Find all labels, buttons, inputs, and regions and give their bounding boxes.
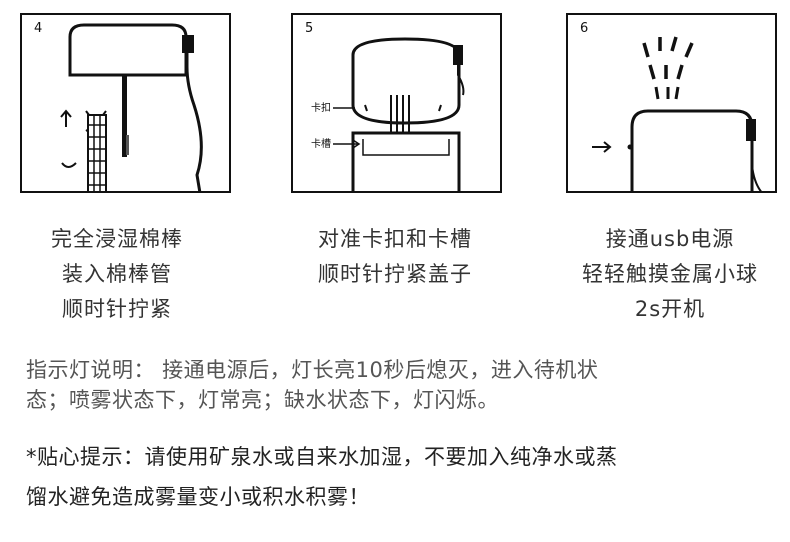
step-4-caption-line: 顺时针拧紧	[62, 297, 172, 321]
step-5-illustration: 5 卡扣 卡槽	[291, 13, 502, 193]
step-6-caption-line: 2s开机	[634, 297, 706, 321]
clip-label: 卡扣	[311, 101, 331, 114]
tip-note: *贴心提示：请使用矿泉水或自来水加湿，不要加入纯净水或蒸 馏水避免造成雾量变小或…	[26, 437, 776, 517]
step-4-caption-line: 装入棉棒管	[62, 262, 172, 286]
insert-swab-drawing	[60, 23, 203, 191]
align-cap-drawing: 卡扣 卡槽	[311, 37, 465, 191]
step-6-illustration: 6	[566, 13, 777, 193]
indicator-description: 指示灯说明： 接通电源后，灯长亮10秒后熄灭，进入待机状 态；喷雾状态下，灯常亮…	[26, 355, 776, 415]
step-5-caption-line: 顺时针拧紧盖子	[318, 262, 472, 286]
step-6-caption-line: 接通usb电源	[605, 227, 735, 251]
indicator-line: 指示灯说明： 接通电源后，灯长亮10秒后熄灭，进入待机状	[26, 358, 599, 382]
step-4-caption-line: 完全浸湿棉棒	[51, 227, 183, 251]
power-on-drawing	[592, 36, 762, 191]
step-5-caption: 对准卡扣和卡槽 顺时针拧紧盖子	[275, 222, 515, 292]
step-4-number: 4	[34, 21, 43, 36]
step-6-caption: 接通usb电源 轻轻触摸金属小球 2s开机	[550, 222, 790, 327]
step-5-number: 5	[305, 21, 314, 36]
step-5-caption-line: 对准卡扣和卡槽	[318, 227, 472, 251]
step-4-illustration: 4	[20, 13, 231, 193]
tip-line: *贴心提示：请使用矿泉水或自来水加湿，不要加入纯净水或蒸	[26, 445, 618, 469]
indicator-line: 态；喷雾状态下，灯常亮；缺水状态下，灯闪烁。	[26, 388, 499, 412]
step-6-caption-line: 轻轻触摸金属小球	[582, 262, 758, 286]
step-6-number: 6	[580, 21, 589, 36]
step-4-caption: 完全浸湿棉棒 装入棉棒管 顺时针拧紧	[0, 222, 237, 327]
tip-line: 馏水避免造成雾量变小或积水积雾！	[26, 485, 370, 509]
slot-label: 卡槽	[311, 137, 331, 150]
